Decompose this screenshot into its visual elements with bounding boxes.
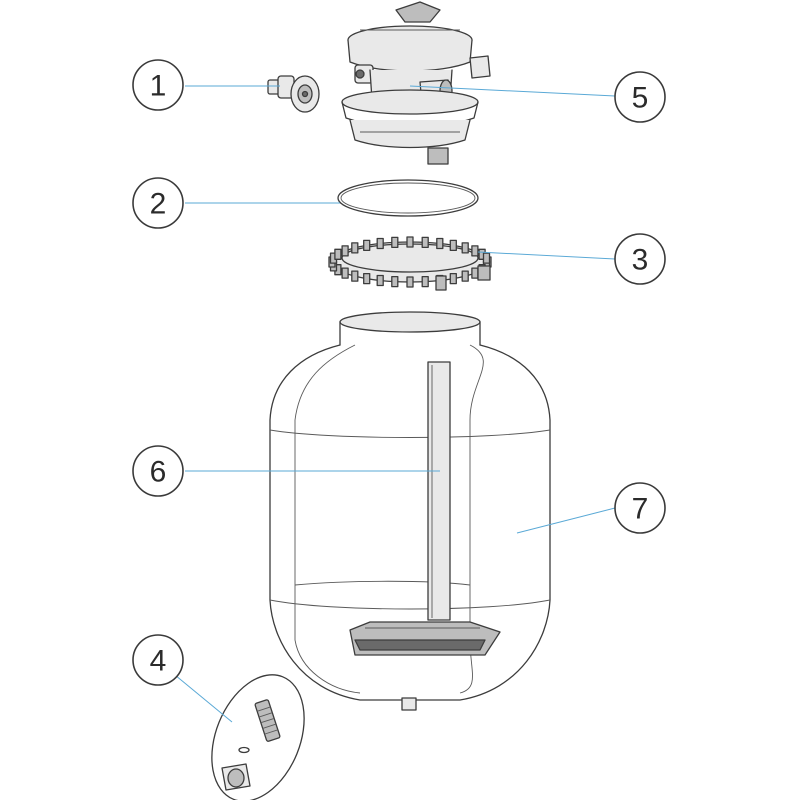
- leader-3: [477, 251, 616, 260]
- clamp-tooth: [406, 276, 414, 288]
- clamp-tooth: [363, 272, 371, 285]
- callout-label-5: 5: [632, 82, 649, 115]
- clamp-tooth: [334, 248, 342, 260]
- drain-plug-set: [211, 674, 305, 800]
- callout-7: 7: [614, 482, 666, 534]
- clamp-tooth: [449, 272, 457, 285]
- clamp-tooth: [406, 236, 414, 248]
- clamp-tooth: [391, 236, 399, 249]
- callout-2: 2: [132, 177, 184, 229]
- clamp-tooth: [421, 275, 429, 288]
- clamp-tooth: [461, 270, 469, 282]
- leader-7: [516, 507, 616, 534]
- callout-label-3: 3: [632, 244, 649, 277]
- callout-6: 6: [132, 445, 184, 497]
- filter-tank: [269, 311, 551, 711]
- clamp-tooth: [482, 252, 491, 264]
- standpipe-collector: [349, 361, 501, 656]
- clamp-tooth: [421, 236, 429, 249]
- callout-4: 4: [132, 634, 184, 686]
- callout-1: 1: [132, 59, 184, 111]
- clamp-tooth: [391, 275, 399, 288]
- clamp-ring: [328, 236, 492, 291]
- leader-4: [174, 674, 233, 723]
- clamp-tooth: [449, 239, 457, 252]
- callout-5: 5: [614, 71, 666, 123]
- callout-label-1: 1: [150, 70, 167, 103]
- multiport-valve: [341, 1, 491, 165]
- clamp-tooth: [471, 245, 479, 257]
- callout-label-7: 7: [632, 493, 649, 526]
- leader-lines: [174, 85, 616, 723]
- callout-3: 3: [614, 233, 666, 285]
- clamp-tooth: [351, 270, 359, 282]
- clamp-tooth: [341, 267, 349, 279]
- clamp-tooth: [351, 242, 359, 254]
- clamp-tooth: [461, 242, 469, 254]
- gauge-fitting: [267, 75, 320, 113]
- callout-label-2: 2: [150, 188, 167, 221]
- clamp-tooth: [363, 239, 371, 252]
- clamp-tooth: [376, 237, 384, 250]
- clamp-tooth: [471, 267, 479, 279]
- clamp-tooth: [436, 237, 444, 250]
- clamp-tooth: [341, 245, 349, 257]
- callout-label-4: 4: [150, 645, 167, 678]
- callout-label-6: 6: [150, 456, 167, 489]
- o-ring: [337, 179, 479, 217]
- clamp-tooth: [376, 274, 384, 287]
- leader-5: [409, 85, 616, 97]
